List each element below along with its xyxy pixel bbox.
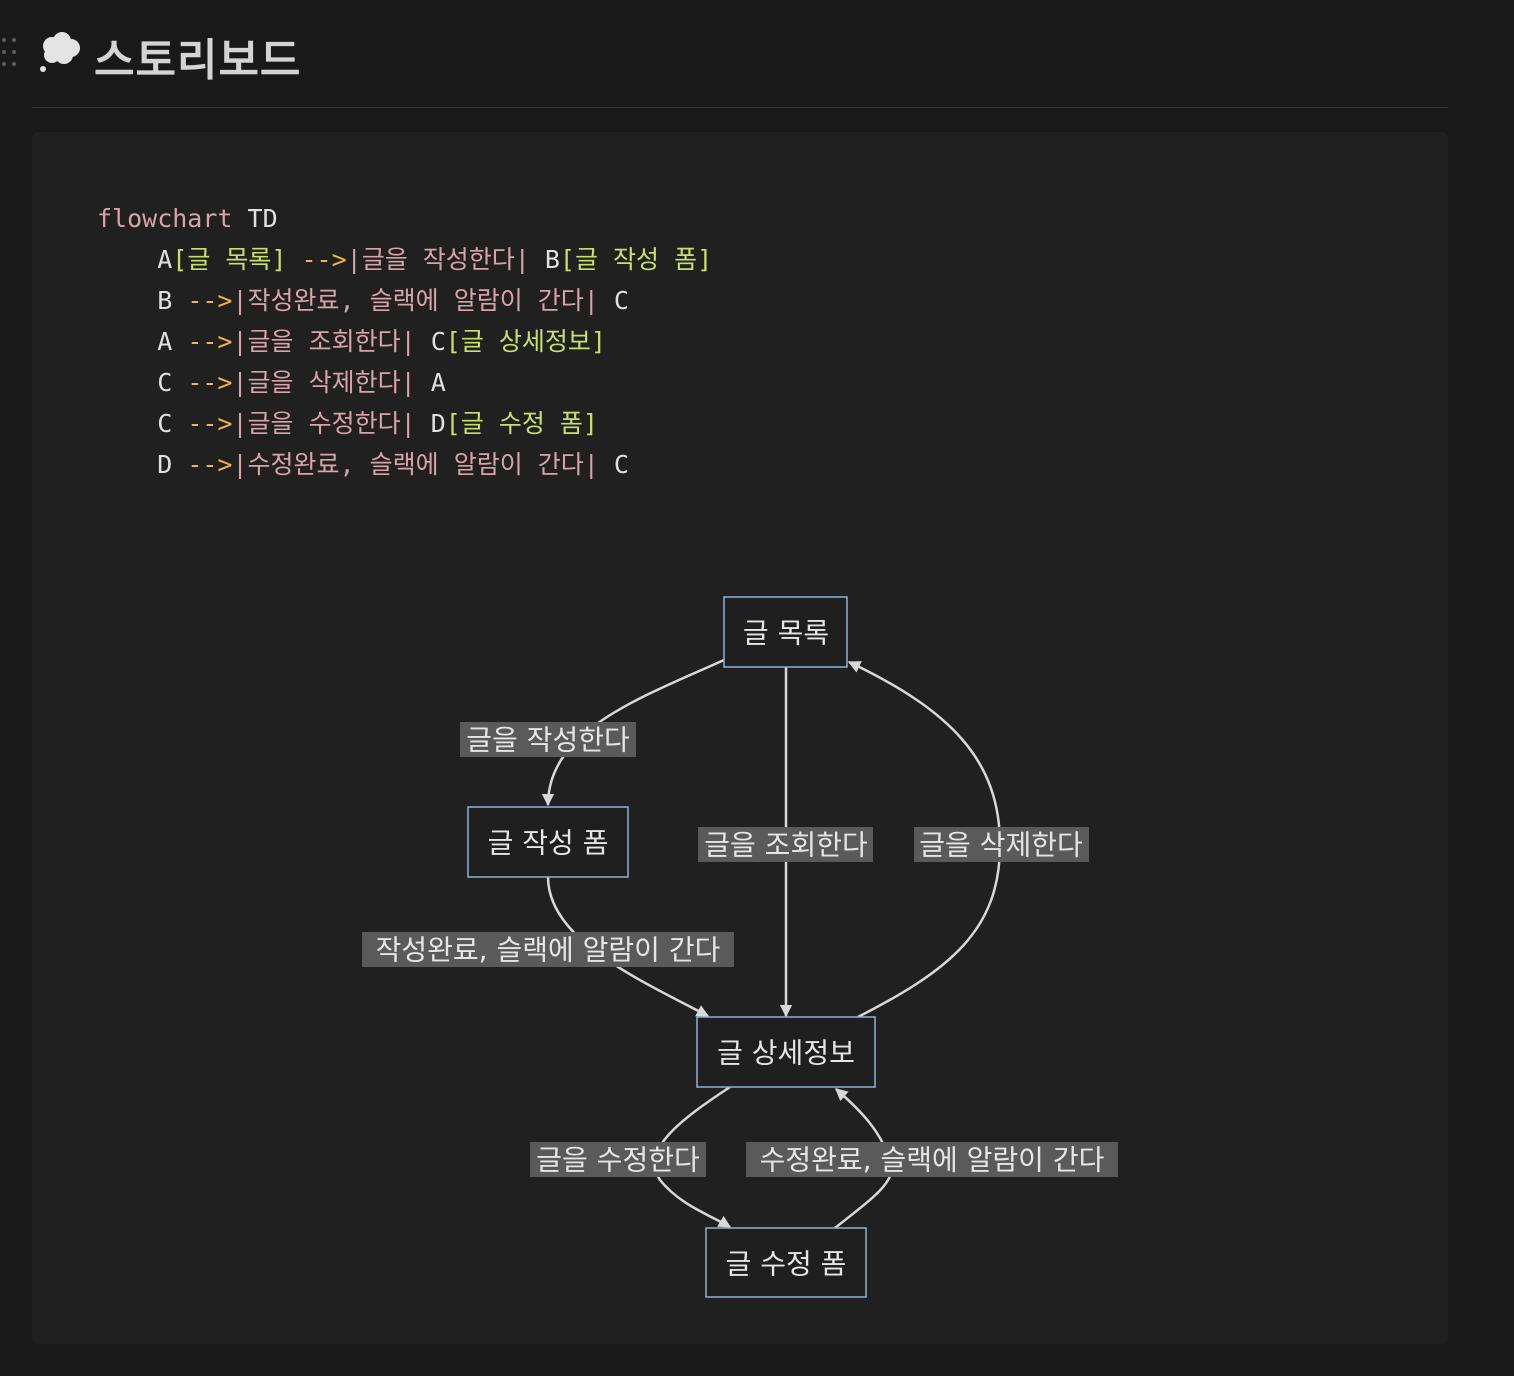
code-token: --> — [172, 368, 233, 397]
code-line: D -->|수정완료, 슬랙에 알람이 간다| C — [97, 444, 712, 485]
svg-text:글 목록: 글 목록 — [743, 617, 829, 650]
code-line: C -->|글을 삭제한다| A — [97, 362, 712, 403]
code-token: --> — [172, 450, 233, 479]
code-line: A[글 목록] -->|글을 작성한다| B[글 작성 폼] — [97, 239, 712, 280]
code-token: D — [415, 409, 446, 438]
code-token: D — [157, 450, 173, 479]
svg-text:글을 수정한다: 글을 수정한다 — [536, 1144, 699, 1177]
code-token: B — [157, 286, 173, 315]
svg-text:글을 삭제한다: 글을 삭제한다 — [919, 829, 1082, 862]
edge-label-cd: 글을 수정한다 — [530, 1142, 706, 1177]
code-keyword: flowchart — [97, 204, 233, 233]
svg-text:글 수정 폼: 글 수정 폼 — [726, 1248, 847, 1281]
svg-text:글 상세정보: 글 상세정보 — [717, 1037, 855, 1070]
code-token: C — [415, 327, 446, 356]
node-d: 글 수정 폼 — [705, 1227, 867, 1298]
code-token: |작성완료, 슬랙에 알람이 간다| — [232, 286, 599, 315]
code-token: A — [415, 368, 446, 397]
page-title: 스토리보드 — [94, 35, 302, 86]
svg-text:글 작성 폼: 글 작성 폼 — [488, 827, 609, 860]
code-token: |글을 작성한다| — [346, 245, 530, 274]
node-a: 글 목록 — [723, 596, 848, 668]
svg-text:작성완료, 슬랙에 알람이 간다: 작성완료, 슬랙에 알람이 간다 — [376, 934, 721, 967]
code-token: |글을 조회한다| — [232, 327, 416, 356]
code-line: flowchart TD — [97, 198, 712, 239]
edge-label-dc: 수정완료, 슬랙에 알람이 간다 — [746, 1142, 1118, 1177]
drag-handle-icon[interactable] — [2, 38, 18, 68]
code-line: A -->|글을 조회한다| C[글 상세정보] — [97, 321, 712, 362]
thought-balloon-icon — [40, 32, 80, 72]
code-token: [글 수정 폼] — [445, 409, 598, 438]
code-line: B -->|작성완료, 슬랙에 알람이 간다| C — [97, 280, 712, 321]
code-token: C — [598, 450, 629, 479]
node-c: 글 상세정보 — [696, 1016, 876, 1088]
edge-a-b — [541, 658, 725, 807]
code-token: C — [157, 409, 173, 438]
edge-label-ca: 글을 삭제한다 — [914, 827, 1089, 862]
code-token: |수정완료, 슬랙에 알람이 간다| — [232, 450, 599, 479]
code-token: --> — [286, 245, 347, 274]
code-token: C — [157, 368, 173, 397]
svg-text:글을 조회한다: 글을 조회한다 — [704, 829, 867, 862]
code-token: |글을 수정한다| — [232, 409, 416, 438]
divider — [32, 107, 1448, 108]
mermaid-code[interactable]: flowchart TD A[글 목록] -->|글을 작성한다| B[글 작성… — [97, 198, 712, 485]
edge-label-bc: 작성완료, 슬랙에 알람이 간다 — [362, 932, 734, 967]
code-token: A — [157, 245, 173, 274]
svg-text:수정완료, 슬랙에 알람이 간다: 수정완료, 슬랙에 알람이 간다 — [760, 1144, 1105, 1177]
code-token: B — [529, 245, 560, 274]
code-token: --> — [172, 409, 233, 438]
code-token: [글 상세정보] — [445, 327, 606, 356]
edge-label-ab: 글을 작성한다 — [460, 722, 636, 757]
code-token: C — [598, 286, 629, 315]
node-b: 글 작성 폼 — [467, 806, 629, 878]
code-line: C -->|글을 수정한다| D[글 수정 폼] — [97, 403, 712, 444]
code-token: [글 작성 폼] — [559, 245, 713, 274]
code-block[interactable] — [32, 132, 1448, 1344]
code-token: A — [157, 327, 173, 356]
code-token: --> — [172, 327, 233, 356]
svg-text:글을 작성한다: 글을 작성한다 — [466, 724, 629, 757]
edge-label-ac: 글을 조회한다 — [698, 827, 873, 862]
code-token: |글을 삭제한다| — [232, 368, 416, 397]
code-direction: TD — [247, 204, 278, 233]
code-token: --> — [172, 286, 233, 315]
code-token: [글 목록] — [172, 245, 287, 274]
